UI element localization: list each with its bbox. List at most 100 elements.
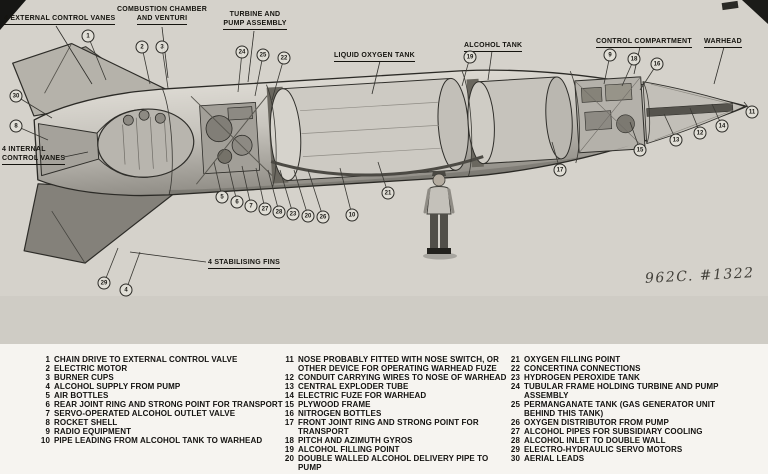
legend-item-number: 9 <box>45 427 50 436</box>
callout-number: 12 <box>693 126 707 140</box>
legend-item-text: BURNER CUPS <box>54 373 114 382</box>
legend-item-text: ELECTRO-HYDRAULIC SERVO MOTORS <box>524 445 683 454</box>
legend-item: 26 OXYGEN DISTRIBUTOR FROM PUMP <box>506 418 746 427</box>
legend-item-number: 20 <box>284 454 294 463</box>
rocket-body-group <box>12 42 748 264</box>
callout-number: 22 <box>277 51 291 65</box>
legend-item-number: 3 <box>45 373 50 382</box>
legend-item-number: 30 <box>510 454 520 463</box>
legend-item: 16 NITROGEN BOTTLES <box>280 409 508 418</box>
callout-number: 10 <box>345 208 359 222</box>
legend-item-text: RADIO EQUIPMENT <box>54 427 132 436</box>
callout-number: 17 <box>553 163 567 177</box>
legend-item-text: ALCOHOL FILLING POINT <box>298 445 400 454</box>
legend-item: 23 HYDROGEN PEROXIDE TANK <box>506 373 746 382</box>
legend-item-text: CHAIN DRIVE TO EXTERNAL CONTROL VALVE <box>54 355 238 364</box>
legend-item-number: 25 <box>510 400 520 409</box>
legend-item: 13 CENTRAL EXPLODER TUBE <box>280 382 508 391</box>
legend-item-number: 21 <box>510 355 520 364</box>
legend-item: 28 ALCOHOL INLET TO DOUBLE WALL <box>506 436 746 445</box>
legend-item-text: SERVO-OPERATED ALCOHOL OUTLET VALVE <box>54 409 236 418</box>
legend-item-number: 29 <box>510 445 520 454</box>
callout-number: 27 <box>258 202 272 216</box>
legend-item-number: 13 <box>284 382 294 391</box>
legend-item-number: 14 <box>284 391 294 400</box>
legend-item: 19 ALCOHOL FILLING POINT <box>280 445 508 454</box>
callout-number: 4 <box>119 283 133 297</box>
legend-item-text: NITROGEN BOTTLES <box>298 409 382 418</box>
legend-item-text: FRONT JOINT RING AND STRONG POINT FOR TR… <box>298 418 479 436</box>
legend-item-number: 28 <box>510 436 520 445</box>
legend-item-text: PERMANGANATE TANK (GAS GENERATOR UNIT BE… <box>524 400 716 418</box>
burner-cup <box>138 109 150 121</box>
legend-item-number: 18 <box>284 436 294 445</box>
diagram-part-label: CONTROL COMPARTMENT <box>596 38 692 48</box>
legend-item-text: ELECTRIC MOTOR <box>54 364 128 373</box>
callout-number: 30 <box>9 89 23 103</box>
burner-cup <box>154 112 166 124</box>
legend-item-number: 27 <box>510 427 520 436</box>
legend-item-text: ELECTRIC FUZE FOR WARHEAD <box>298 391 427 400</box>
legend-item-text: AERIAL LEADS <box>524 454 585 463</box>
legend-item-text: HYDROGEN PEROXIDE TANK <box>524 373 640 382</box>
legend-item-number: 24 <box>510 382 520 391</box>
photo-corner-mark <box>0 0 26 30</box>
label-leader-lines <box>55 25 725 263</box>
callout-number: 7 <box>244 199 258 213</box>
diagram-part-label: LIQUID OXYGEN TANK <box>334 52 430 62</box>
legend-item-text: ROCKET SHELL <box>54 418 118 427</box>
legend-item-number: 6 <box>45 400 50 409</box>
central-exploder-tube <box>646 102 734 117</box>
legend-item-text: OXYGEN DISTRIBUTOR FROM PUMP <box>524 418 669 427</box>
legend-item-text: CENTRAL EXPLODER TUBE <box>298 382 409 391</box>
alcohol-delivery-pipe <box>270 155 484 177</box>
diagram-part-label: ALCOHOL TANK <box>464 42 524 52</box>
callout-number: 28 <box>272 205 286 219</box>
legend-item-number: 5 <box>45 391 50 400</box>
legend-item: 14 ELECTRIC FUZE FOR WARHEAD <box>280 391 508 400</box>
callout-number: 18 <box>627 52 641 66</box>
callout-number: 3 <box>155 40 169 54</box>
callout-number: 26 <box>316 210 330 224</box>
legend-item: 21 OXYGEN FILLING POINT <box>506 355 746 364</box>
legend-item-number: 23 <box>510 373 520 382</box>
callout-number: 20 <box>301 209 315 223</box>
legend-item: 3 BURNER CUPS <box>36 373 286 382</box>
legend-item: 25 PERMANGANATE TANK (GAS GENERATOR UNIT … <box>506 400 746 418</box>
tubular-frame <box>190 95 273 185</box>
legend-item: 29 ELECTRO-HYDRAULIC SERVO MOTORS <box>506 445 746 454</box>
legend-item-text: OXYGEN FILLING POINT <box>524 355 621 364</box>
legend-item-text: ALCOHOL PIPES FOR SUBSIDIARY COOLING <box>524 427 703 436</box>
legend-item-number: 22 <box>510 364 520 373</box>
legend-item-number: 16 <box>284 409 294 418</box>
legend-item-text: DOUBLE WALLED ALCOHOL DELIVERY PIPE TO P… <box>298 454 489 472</box>
callout-number: 11 <box>745 105 759 119</box>
callout-number: 5 <box>215 190 229 204</box>
callout-number: 29 <box>97 276 111 290</box>
callout-number: 24 <box>235 45 249 59</box>
burner-cup <box>122 114 134 126</box>
legend-item: 20 DOUBLE WALLED ALCOHOL DELIVERY PIPE TO… <box>280 454 508 472</box>
legend-item-text: ALCOHOL INLET TO DOUBLE WALL <box>524 436 666 445</box>
callout-number: 14 <box>715 119 729 133</box>
legend-item-number: 26 <box>510 418 520 427</box>
legend-item-number: 19 <box>284 445 294 454</box>
